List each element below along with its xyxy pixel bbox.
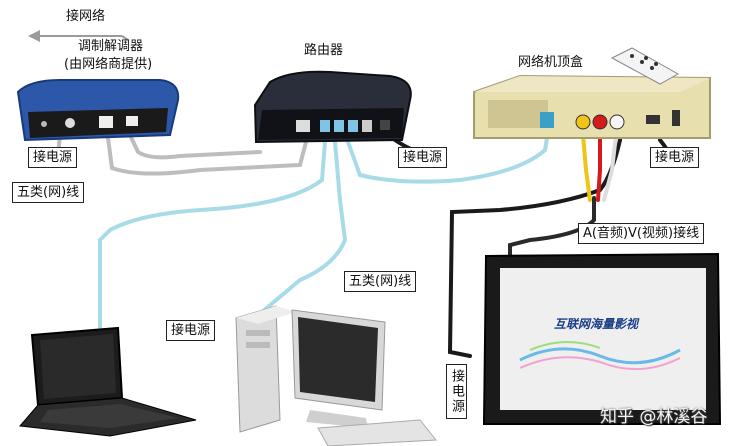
ethernet-cables (98, 130, 550, 332)
modem-device (16, 79, 180, 142)
watermark: 知乎 @林溪谷 (600, 407, 708, 427)
settop-box-label: 网络机顶盒 (518, 55, 584, 70)
settop-box-device (473, 74, 711, 139)
av-cable-label: A(音频)V(视频)接线 (578, 223, 705, 244)
tv-screen-title: 互联网海量影视 (554, 317, 639, 331)
tv-power-label: 接电源 (446, 364, 467, 419)
pc-tower (235, 305, 296, 433)
pc-monitor (291, 309, 386, 428)
internet-arrow (28, 30, 129, 42)
settop-box-power-label: 接电源 (650, 147, 700, 168)
pc-power-label: 接电源 (166, 320, 216, 341)
tv-device (482, 252, 722, 425)
cat5-cable-label-center: 五类(网)线 (344, 271, 417, 292)
internet-label: 接网络 (66, 9, 106, 24)
router-label: 路由器 (304, 43, 344, 58)
pc-keyboard (317, 419, 437, 446)
cat5-cable-label-left: 五类(网)线 (12, 182, 85, 203)
modem-provider-label: (由网络商提供) (64, 57, 153, 72)
modem-power-label: 接电源 (28, 147, 78, 168)
router-device (253, 70, 412, 144)
laptop-device (19, 326, 197, 437)
av-cables (508, 133, 618, 258)
modem-label: 调制解调器 (78, 39, 144, 54)
remote-control (610, 47, 680, 85)
router-power-label: 接电源 (398, 147, 448, 168)
